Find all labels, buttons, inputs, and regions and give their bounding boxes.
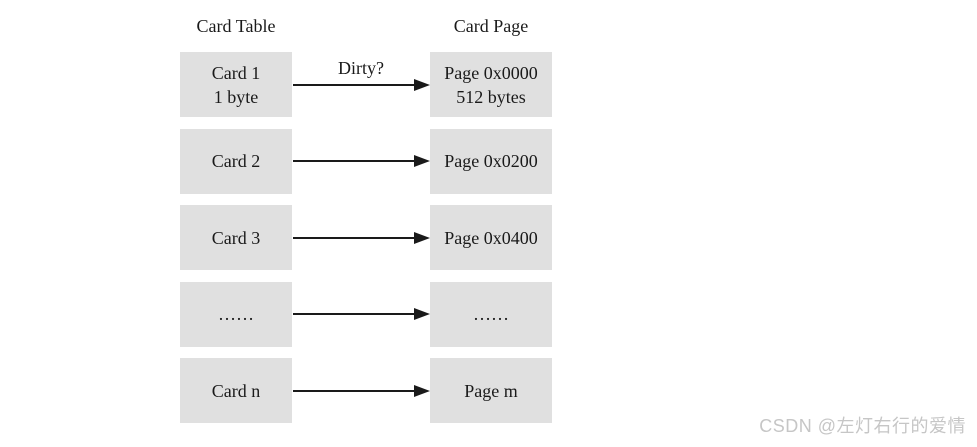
- card-table-diagram: Card Table Card Page Card 1 1 byte Dirty…: [180, 0, 552, 435]
- card-box-2-line-1: Card 2: [211, 151, 261, 171]
- card-box-ellipsis: ……: [180, 281, 292, 347]
- card-box-3: Card 3: [180, 205, 292, 270]
- arrow-right-icon: [293, 313, 414, 315]
- column-headers: Card Table Card Page: [180, 0, 552, 52]
- arrow-right-icon: [293, 160, 414, 162]
- card-box-5-line-1: Card n: [211, 380, 261, 401]
- arrow-connector-5: [292, 358, 430, 423]
- card-box-3-line-1: Card 3: [211, 227, 261, 248]
- arrow-connector-2: [292, 129, 430, 194]
- page-box-m: Page m: [430, 358, 552, 423]
- card-box-1-line-1: Card 1: [211, 62, 261, 83]
- arrow-connector-3: [292, 205, 430, 270]
- page-box-5-line-1: Page m: [464, 380, 518, 401]
- card-box-n: Card n: [180, 358, 292, 423]
- diagram-row-5: Card n Page m: [180, 358, 552, 423]
- arrow-connector-1: Dirty?: [292, 52, 430, 117]
- card-box-2: Card 2: [180, 128, 292, 194]
- page-box-ellipsis: ……: [430, 281, 552, 347]
- page-box-1-line-2: 512 bytes: [456, 86, 526, 107]
- arrow-label-dirty: Dirty?: [338, 57, 384, 78]
- column-header-card-page: Card Page: [453, 15, 529, 36]
- arrow-right-icon: [293, 83, 414, 86]
- page-box-1-line-1: Page 0x0000: [444, 62, 538, 83]
- page-box-3-line-1: Page 0x0400: [444, 227, 538, 248]
- diagram-row-3: Card 3 Page 0x0400: [180, 205, 552, 270]
- arrow-connector-4: [292, 282, 430, 347]
- arrow-right-icon: [293, 236, 414, 239]
- page-box-1: Page 0x0000 512 bytes: [430, 52, 552, 117]
- header-spacer: [292, 0, 430, 52]
- column-header-card-table: Card Table: [196, 15, 276, 36]
- card-box-4-line-1: ……: [218, 304, 254, 324]
- card-box-1: Card 1 1 byte: [180, 52, 292, 117]
- diagram-row-4: …… ……: [180, 281, 552, 347]
- page-box-2: Page 0x0200: [430, 128, 552, 194]
- page-box-3: Page 0x0400: [430, 205, 552, 270]
- arrow-right-icon: [293, 389, 414, 392]
- card-box-1-line-2: 1 byte: [213, 86, 259, 107]
- page-box-2-line-1: Page 0x0200: [444, 151, 538, 171]
- diagram-row-2: Card 2 Page 0x0200: [180, 128, 552, 194]
- page-box-4-line-1: ……: [473, 304, 509, 324]
- diagram-row-1: Card 1 1 byte Dirty? Page 0x0000 512 byt…: [180, 52, 552, 117]
- csdn-watermark: CSDN @左灯右行的爱情: [759, 416, 966, 436]
